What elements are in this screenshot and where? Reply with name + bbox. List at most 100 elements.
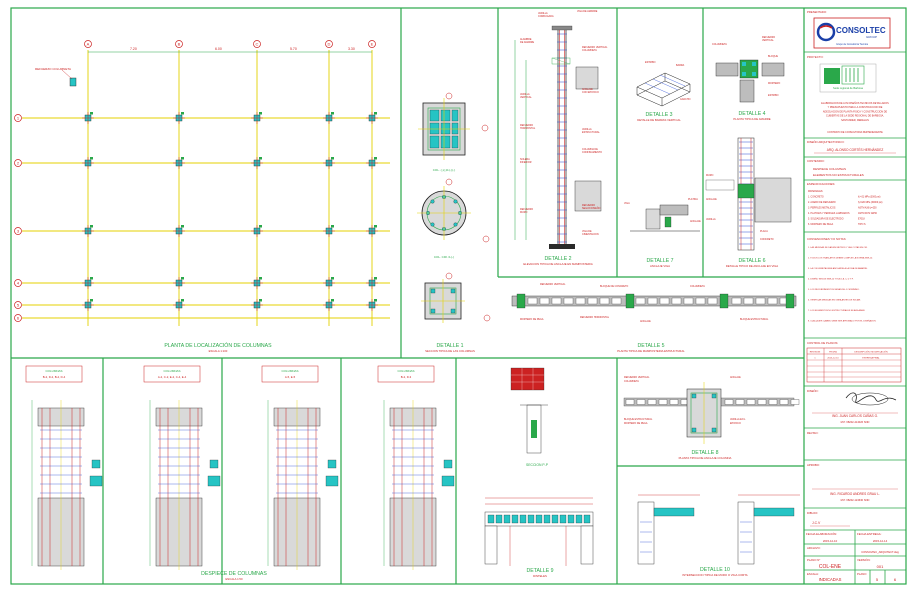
- svg-text:3.30: 3.30: [348, 47, 355, 51]
- svg-text:PLACA: PLACA: [760, 230, 768, 233]
- column-marker: [82, 157, 94, 169]
- drawing-value: J.C.V: [812, 521, 821, 525]
- columns-title: DESPIECE DE COLUMNAS: [201, 571, 267, 577]
- column-marker: [173, 225, 185, 237]
- spec-line: 4. PLATINAS Y PERFILES LAMINADOS: [808, 212, 850, 215]
- svg-text:GANCHO: GANCHO: [680, 98, 691, 101]
- detail-7-title: DETALLE 7: [646, 258, 673, 264]
- spec-value: ASTM A36 fy=250: [858, 207, 877, 210]
- column-group-ids: A-2, C-2, E-2, C-4, E-4: [158, 375, 187, 379]
- column-group-name: COLUMNAS: [45, 369, 62, 373]
- date-elab-label: FECHA ELABORACIÓN:: [806, 531, 837, 536]
- svg-text:7.20: 7.20: [130, 47, 137, 51]
- svg-text:ANCLAJE: ANCLAJE: [706, 198, 717, 201]
- svg-text:ANCLAJE: ANCLAJE: [690, 220, 701, 223]
- detail-6-title: DETALLE 6: [738, 258, 765, 264]
- detail-5-title: DETALLE 5: [637, 343, 664, 349]
- detail-1-subtitle: SECCION TIPICA DE LAS COLUMNAS: [425, 349, 475, 353]
- axis-label-5: 5: [17, 303, 20, 308]
- svg-text:DE AMARRE: DE AMARRE: [520, 41, 534, 44]
- column-marker: [366, 112, 378, 124]
- file-value: CONSOLTEC_ARQUITECT.dwg: [861, 550, 899, 554]
- architect-label: DISEÑO ARQUITECTONICO:: [807, 139, 845, 144]
- detail-3-subtitle: DETALLE DE BARRAS VERTICAL: [637, 118, 681, 122]
- svg-text:COLUMNETA: COLUMNETA: [624, 380, 639, 383]
- svg-text:CONCRETO: CONCRETO: [760, 238, 774, 241]
- control-row-rev: 1: [814, 358, 816, 360]
- column-group-name: COLUMNAS: [281, 369, 298, 373]
- svg-text:BLOQUE ESTRUCTURAL: BLOQUE ESTRUCTURAL: [624, 418, 653, 421]
- detail-1-title: DETALLE 1: [436, 343, 463, 349]
- control-header-desc: DESCRIPCIÓN / MODIFICACIÓN: [854, 351, 888, 354]
- spec-line: 5. SOLDADURA DE ELECTRODO: [808, 218, 844, 221]
- column-marker: [366, 225, 378, 237]
- spec-line: 1. CONCRETO: [808, 197, 824, 199]
- content-line: ELEMENTOS NO ESTRUCTURALES: [813, 173, 864, 177]
- approver-name: ING. RICARDO ANDRES GRAU L.: [830, 492, 880, 496]
- axis-label-2: 2: [17, 161, 20, 166]
- column-markers: [82, 112, 378, 311]
- svg-text:BLOQUE: BLOQUE: [768, 55, 778, 58]
- svg-text:VARILLA: VARILLA: [706, 218, 716, 221]
- detail-5-subtitle: PLANTA TIPICA DE MAMPOSTERIA ESTRUCTURAL: [617, 349, 685, 353]
- column-marker: [173, 112, 185, 124]
- spec-line: 3. PERFILES METALICOS: [808, 207, 836, 210]
- axis-label-b: B: [178, 42, 181, 47]
- file-label: ARCHIVO:: [807, 546, 821, 550]
- axis-label-e: E: [371, 42, 374, 47]
- project-label: PROYECTO:: [807, 55, 824, 59]
- column-marker: [323, 299, 335, 311]
- scale-label: ESCALA:: [807, 572, 819, 576]
- specs-label: ESPECIFICACIONES:: [807, 182, 835, 186]
- svg-text:COLUMNETA: COLUMNETA: [690, 285, 705, 288]
- svg-text:BLOQUE DE CONCRETO: BLOQUE DE CONCRETO: [600, 285, 628, 288]
- svg-text:COLUMNETA: COLUMNETA: [712, 43, 727, 46]
- column-marker: [366, 277, 378, 289]
- control-row-date: 2015-12-10: [827, 358, 839, 360]
- column-marker: [251, 112, 263, 124]
- svg-text:REFUERZO HORIZONTAL: REFUERZO HORIZONTAL: [580, 316, 610, 319]
- section-label-circular: COL. CIR. 0-(-): [434, 255, 454, 259]
- detail-8-subtitle: PLANTA TIPICA DE ANCLAJE COLUMNA: [679, 456, 732, 460]
- svg-text:VARILLA EN L: VARILLA EN L: [730, 418, 746, 421]
- axis-label-3: 3: [17, 229, 20, 234]
- sheet-value: 5: [876, 577, 879, 582]
- note-line: 4. DISEÑO SEGUN NSR-10 TITULO A, C, D Y …: [808, 278, 854, 281]
- project-desc-line: CUBIERTAS DE LA SEDE REGIONAL DE BARBOSA…: [826, 115, 884, 118]
- designer-signature: [845, 392, 897, 403]
- detail-10-subtitle: INTERSECCION TIPICA DE MURO O VIGA CORTA: [682, 573, 747, 577]
- svg-text:VIGA: VIGA: [624, 202, 630, 205]
- column-group-ids: B-2, D-2, B-4, D-4: [43, 375, 66, 379]
- control-header-revision: REVISION: [810, 352, 821, 354]
- detail-2-title: DETALLE 2: [544, 256, 571, 262]
- spec-line: MATERIALES:: [808, 190, 823, 193]
- svg-text:5.70: 5.70: [290, 47, 297, 51]
- spec-value: fy=420 MPa (60000 psi): [858, 202, 883, 204]
- svg-text:ALAMBRE: ALAMBRE: [520, 38, 532, 41]
- company-tagline: Grupo de Consultoría Técnica: [836, 43, 869, 46]
- company-logo: CONSOLTEC GROUP Grupo de Consultoría Téc…: [813, 17, 891, 49]
- svg-text:INFERIOR: INFERIOR: [520, 161, 532, 164]
- svg-text:REFUERZO: REFUERZO: [520, 124, 533, 127]
- column-marker: [251, 277, 263, 289]
- column-marker: [366, 299, 378, 311]
- detail-10-title: DETALLE 10: [700, 567, 730, 573]
- column-marker: [82, 112, 94, 124]
- svg-text:CIMENTACION: CIMENTACION: [582, 233, 599, 236]
- control-header-date: FECHA: [829, 351, 837, 354]
- axis-label-a: A: [87, 42, 90, 47]
- project-desc-line: SANTANDER, MEDELLIN: [841, 119, 869, 122]
- detail-4-title: DETALLE 4: [738, 111, 765, 117]
- svg-text:ESTRIBO: ESTRIBO: [768, 94, 779, 97]
- svg-text:REFUERZO: REFUERZO: [762, 36, 775, 39]
- svg-text:ANCLAJE: ANCLAJE: [730, 376, 741, 379]
- detail-3-title: DETALLE 3: [645, 112, 672, 118]
- svg-text:VARILLA: VARILLA: [538, 12, 548, 15]
- svg-text:VIGA DE AMARRE: VIGA DE AMARRE: [577, 10, 598, 13]
- column-marker: [323, 225, 335, 237]
